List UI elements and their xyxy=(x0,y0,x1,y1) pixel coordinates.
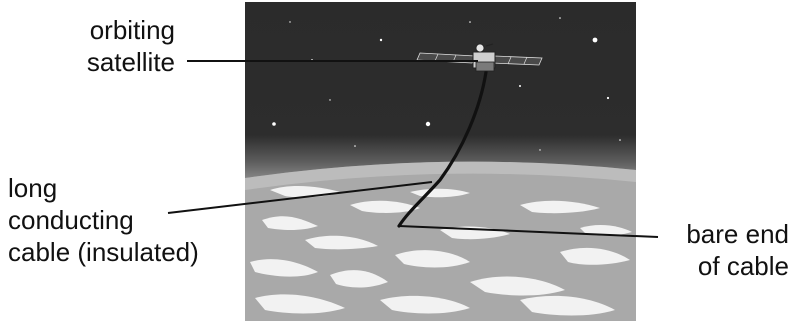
label-orbiting-satellite: orbiting satellite xyxy=(60,14,175,78)
scene-illustration xyxy=(245,2,636,321)
label-bare-end-line-1: bare end xyxy=(663,218,789,250)
label-cable-line-1: long xyxy=(8,172,199,204)
label-long-conducting-cable: long conducting cable (insulated) xyxy=(8,172,199,268)
label-bare-end-of-cable: bare end of cable xyxy=(663,218,789,282)
label-cable-line-2: conducting xyxy=(8,204,199,236)
space-background xyxy=(245,2,636,187)
label-cable-line-3: cable (insulated) xyxy=(8,236,199,268)
solar-panel-right xyxy=(492,56,542,65)
label-satellite-line-1: orbiting xyxy=(60,14,175,46)
label-satellite-line-2: satellite xyxy=(60,46,175,78)
label-bare-end-line-2: of cable xyxy=(663,250,789,282)
